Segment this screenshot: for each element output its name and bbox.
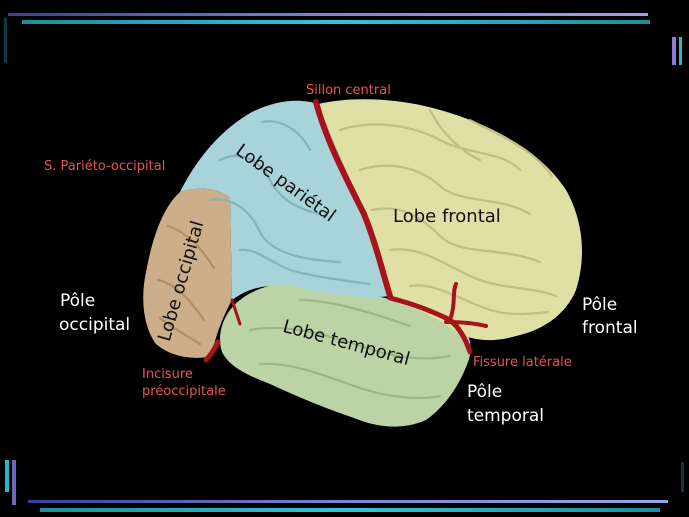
pole-occipital-label-line2: occipital: [59, 315, 131, 335]
preoccipital-notch: [203, 339, 221, 363]
sulci: [203, 99, 488, 363]
fissure-laterale-label: Fissure latérale: [473, 355, 572, 370]
pole-temporal-label-line2: temporal: [467, 406, 545, 426]
parietal-lobe: [180, 100, 390, 300]
top-right-stripe-purple: [672, 37, 676, 65]
sillon-central-label: Sillon central: [306, 83, 391, 98]
bottom-right-stripe: [681, 462, 684, 492]
incisure-label-line1: Incisure: [142, 367, 193, 382]
top-accent-bar: [8, 13, 648, 16]
bottom-accent-bar-teal: [40, 508, 660, 512]
bottom-accent-bar: [28, 500, 668, 503]
bottom-left-stripe-purple: [12, 460, 16, 505]
pole-temporal-label-line1: Pôle: [467, 382, 503, 402]
pole-frontal-label-line1: Pôle: [582, 295, 618, 315]
incisure-label-line2: préoccipitale: [142, 384, 226, 399]
top-left-stripe: [4, 18, 7, 63]
bottom-left-stripe-teal: [5, 460, 9, 492]
gyri-texture: [156, 108, 558, 400]
top-right-stripe-teal: [679, 37, 682, 65]
central-sulcus: [313, 99, 393, 299]
occipital-lobe: [143, 188, 232, 358]
top-accent-bar-teal: [22, 20, 650, 24]
parieto-occipital-label: S. Pariéto-occipital: [44, 159, 166, 174]
pole-frontal-label-line2: frontal: [582, 318, 638, 338]
lobe-frontal-label: Lobe frontal: [393, 206, 501, 227]
pole-occipital-label-line1: Pôle: [60, 291, 96, 311]
temporal-lobe: [220, 282, 471, 427]
frontal-lobe: [318, 99, 582, 341]
